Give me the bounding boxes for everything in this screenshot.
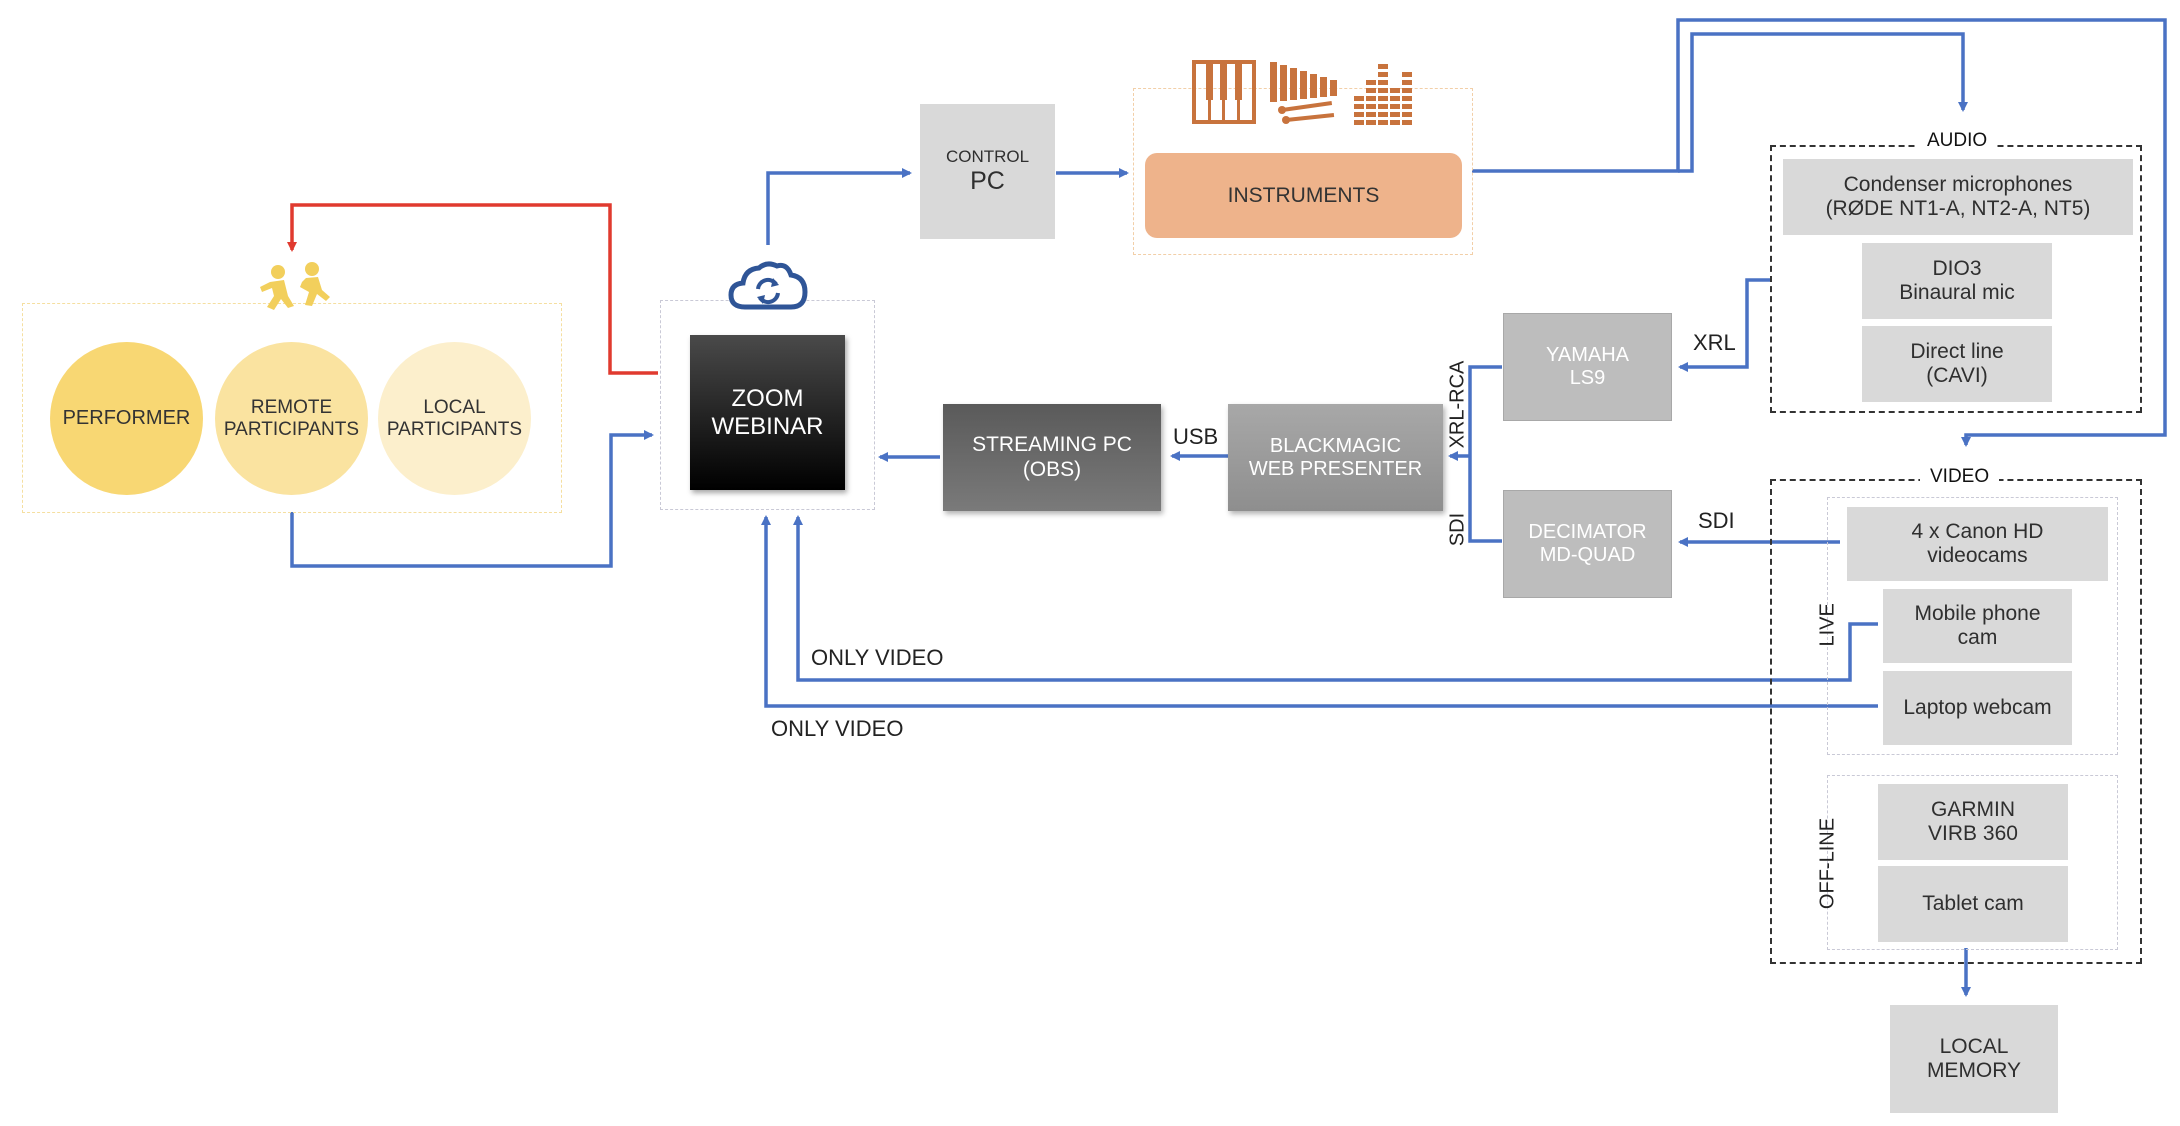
audio-title: AUDIO: [1917, 131, 1998, 150]
usb-label: USB: [1173, 424, 1219, 449]
dio3-binaural-box: DIO3 Binaural mic: [1862, 243, 2052, 319]
local-memory-box: LOCAL MEMORY: [1890, 1005, 2058, 1113]
zoom-webinar-box: ZOOM WEBINAR: [690, 335, 845, 490]
only-video-label-1: ONLY VIDEO: [811, 645, 944, 670]
control-pc-big-label: PC: [970, 166, 1005, 195]
line-participants-to-zoom: [290, 430, 654, 568]
piano-icon: [1192, 60, 1256, 124]
instruments-box: INSTRUMENTS: [1145, 153, 1462, 238]
line-audio-to-yamaha: [1678, 278, 1770, 372]
condenser-mics-box: Condenser microphones (RØDE NT1-A, NT2-A…: [1783, 159, 2133, 235]
line-zoom-to-participants: [287, 203, 658, 375]
performer-circle: PERFORMER: [50, 342, 203, 495]
line-to-audio: [1678, 32, 1968, 173]
streaming-pc-box: STREAMING PC (OBS): [943, 404, 1161, 511]
decimator-box: DECIMATOR MD-QUAD: [1503, 490, 1672, 598]
cloud-sync-icon: [728, 261, 808, 310]
mobile-phone-cam-box: Mobile phone cam: [1883, 589, 2072, 663]
line-zoom-to-control-pc: [766, 168, 912, 245]
canon-videocams-box: 4 x Canon HD videocams: [1847, 507, 2108, 581]
blackmagic-box: BLACKMAGIC WEB PRESENTER: [1228, 404, 1443, 511]
control-pc-box: CONTROL PC: [920, 104, 1055, 239]
sdi-left-label: SDI: [1446, 512, 1469, 547]
tablet-cam-box: Tablet cam: [1878, 866, 2068, 942]
xrl-label: XRL: [1693, 330, 1736, 355]
video-title: VIDEO: [1920, 467, 2000, 486]
xylophone-icon: [1270, 62, 1337, 124]
garmin-virb-box: GARMIN VIRB 360: [1878, 784, 2068, 860]
remote-participants-circle: REMOTE PARTICIPANTS: [215, 342, 368, 495]
local-participants-circle: LOCAL PARTICIPANTS: [378, 342, 531, 495]
people-icon: [260, 262, 330, 310]
line-bracket: [1468, 365, 1502, 543]
live-subgroup: [1827, 497, 2118, 755]
sdi-right-label: SDI: [1698, 508, 1735, 533]
control-pc-small-label: CONTROL: [945, 147, 1030, 167]
laptop-webcam-box: Laptop webcam: [1883, 671, 2072, 745]
yamaha-ls9-box: YAMAHA LS9: [1503, 313, 1672, 421]
offline-subgroup: [1827, 775, 2118, 950]
equalizer-icon: [1354, 64, 1412, 125]
xrl-rca-label: XRL-RCA: [1446, 360, 1469, 449]
line-mobile-to-zoom: [793, 515, 1878, 682]
live-label: LIVE: [1816, 603, 1839, 647]
direct-line-box: Direct line (CAVI): [1862, 326, 2052, 402]
only-video-label-2: ONLY VIDEO: [771, 716, 904, 741]
offline-label: OFF-LINE: [1816, 817, 1839, 910]
line-laptop-to-zoom: [761, 515, 1878, 708]
